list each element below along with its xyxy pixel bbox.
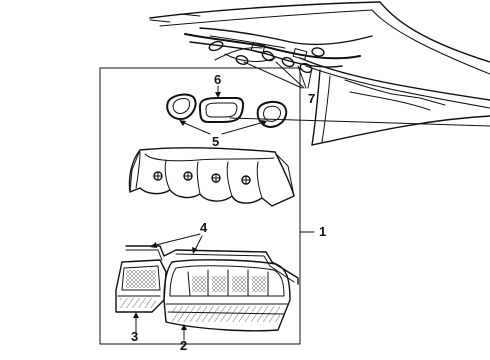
callout-5: 5 (212, 134, 219, 149)
housing-bulb-holes (153, 171, 251, 185)
callout-6: 6 (214, 72, 221, 87)
small-lens (115, 259, 167, 313)
wiring-harness (184, 27, 373, 74)
lamp-housing (128, 147, 295, 207)
callout-1: 1 (319, 224, 326, 239)
leader-lines (133, 61, 313, 341)
callout-3: 3 (131, 329, 138, 344)
callout-2: 2 (180, 338, 187, 353)
main-lens (163, 259, 291, 332)
vehicle-rear-body (149, 1, 490, 146)
lens-gasket (125, 245, 299, 285)
socket-gasket-center (199, 97, 245, 123)
callout-labels: 1 2 3 4 5 6 7 (131, 72, 326, 353)
assembly-bracket (99, 67, 315, 345)
bulb-socket-cluster (208, 40, 325, 74)
socket-gasket-left (166, 93, 197, 120)
callout-4: 4 (200, 220, 208, 235)
callout-7: 7 (308, 91, 315, 106)
socket-gasket-right (256, 101, 288, 128)
